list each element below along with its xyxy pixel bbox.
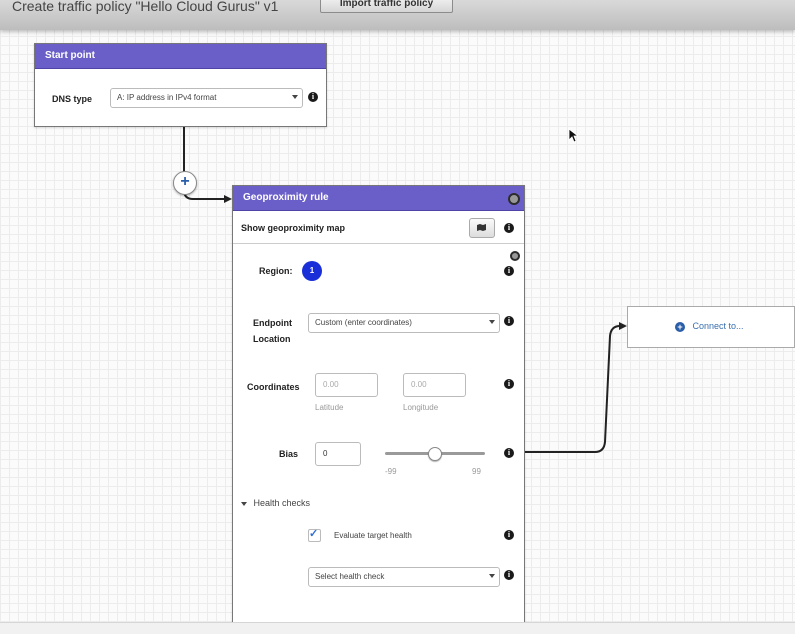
longitude-placeholder: 0.00 xyxy=(411,380,427,389)
close-icon[interactable] xyxy=(508,193,520,205)
arrow-head-to-geo xyxy=(224,195,232,203)
bias-min-label: -99 xyxy=(385,467,397,476)
coordinates-label: Coordinates xyxy=(247,382,300,392)
info-icon[interactable]: i xyxy=(504,530,514,540)
info-icon[interactable]: i xyxy=(504,223,514,233)
arrow-head-to-connect xyxy=(619,322,627,330)
evaluate-target-health-label: Evaluate target health xyxy=(334,531,412,540)
endpoint-location-label: Endpoint Location xyxy=(253,315,292,347)
page-title: Create traffic policy "Hello Cloud Gurus… xyxy=(12,0,279,14)
chevron-down-icon xyxy=(292,95,298,99)
dns-type-select[interactable]: A: IP address in IPv4 format xyxy=(110,88,303,108)
bias-max-label: 99 xyxy=(472,467,481,476)
longitude-input[interactable]: 0.00 xyxy=(403,373,466,397)
endpoint-label-line-1: Endpoint xyxy=(253,318,292,328)
latitude-placeholder: 0.00 xyxy=(323,380,339,389)
health-checks-toggle[interactable]: Health checks xyxy=(241,498,310,508)
bias-value: 0 xyxy=(323,449,328,458)
region-badge: 1 xyxy=(302,261,322,281)
mouse-cursor-icon xyxy=(568,128,578,143)
bias-slider[interactable] xyxy=(385,446,485,462)
info-icon[interactable]: i xyxy=(504,448,514,458)
latitude-input[interactable]: 0.00 xyxy=(315,373,378,397)
info-icon[interactable]: i xyxy=(504,570,514,580)
longitude-label: Longitude xyxy=(403,403,439,412)
bias-input[interactable]: 0 xyxy=(315,442,361,466)
bottom-strip xyxy=(0,622,795,634)
show-map-label: Show geoproximity map xyxy=(241,223,346,233)
dns-type-label: DNS type xyxy=(52,94,93,104)
health-checks-label: Health checks xyxy=(253,498,311,508)
info-icon[interactable]: i xyxy=(504,316,514,326)
endpoint-location-value: Custom (enter coordinates) xyxy=(315,318,412,327)
import-traffic-policy-button[interactable]: Import traffic policy xyxy=(320,0,453,13)
geoproximity-rule-panel: Geoproximity rule Show geoproximity map … xyxy=(232,185,525,634)
chevron-down-icon xyxy=(489,320,495,324)
divider xyxy=(233,243,524,244)
health-check-select[interactable]: Select health check xyxy=(308,567,500,587)
checkmark-icon: ✓ xyxy=(309,528,319,540)
connect-to-link[interactable]: + Connect to... xyxy=(675,321,744,332)
bias-label: Bias xyxy=(279,449,299,459)
evaluate-target-health-checkbox[interactable]: ✓ xyxy=(308,528,321,542)
geoproximity-title: Geoproximity rule xyxy=(243,192,329,203)
chevron-down-icon xyxy=(489,574,495,578)
map-icon xyxy=(477,224,486,231)
connect-to-label: Connect to... xyxy=(692,321,744,331)
endpoint-label-line-2: Location xyxy=(253,334,291,344)
region-label: Region: xyxy=(259,266,293,276)
map-toggle-button[interactable] xyxy=(469,218,495,238)
health-check-select-value: Select health check xyxy=(315,572,385,581)
info-icon[interactable]: i xyxy=(504,379,514,389)
slider-thumb[interactable] xyxy=(428,447,442,461)
geoproximity-header: Geoproximity rule xyxy=(233,186,524,211)
top-bar: Create traffic policy "Hello Cloud Gurus… xyxy=(0,0,795,30)
start-point-header: Start point xyxy=(35,44,326,69)
caret-down-icon xyxy=(241,501,247,506)
latitude-label: Latitude xyxy=(315,403,344,412)
start-point-panel: Start point DNS type A: IP address in IP… xyxy=(34,43,327,127)
plus-icon: + xyxy=(180,173,190,190)
dns-type-value: A: IP address in IPv4 format xyxy=(117,93,217,102)
info-icon[interactable]: i xyxy=(308,92,318,102)
region-number: 1 xyxy=(309,266,315,275)
plus-circle-icon: + xyxy=(675,322,685,332)
info-icon[interactable]: i xyxy=(504,266,514,276)
region-settings-icon[interactable] xyxy=(510,251,520,261)
connect-to-panel[interactable]: + Connect to... xyxy=(627,306,795,348)
endpoint-location-select[interactable]: Custom (enter coordinates) xyxy=(308,313,500,333)
add-rule-button[interactable]: + xyxy=(173,171,197,195)
